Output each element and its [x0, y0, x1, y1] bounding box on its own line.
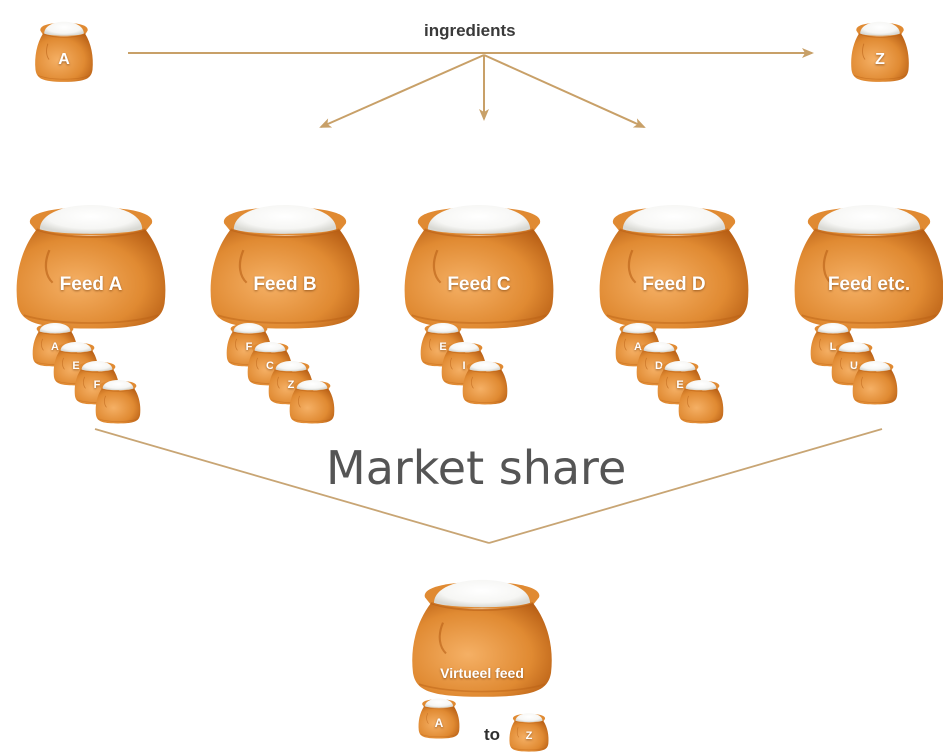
virtual-feed-sack: Virtueel feed: [407, 561, 557, 701]
sack-graphic: [16, 204, 166, 329]
ingredient-sack-label: A: [58, 50, 70, 68]
sack-graphic: [289, 380, 335, 424]
virtual-feed-label: Virtueel feed: [440, 664, 524, 681]
feed-label: Feed etc.: [827, 273, 911, 295]
sack-graphic: [851, 21, 909, 82]
market-share-line-right: [488, 428, 883, 544]
feed-ingredient-label: E: [676, 378, 684, 391]
range-start-label: A: [434, 716, 444, 730]
sack-graphic: [794, 204, 943, 329]
sack-graphic: [852, 361, 898, 405]
feed-label: Feed B: [253, 273, 317, 295]
market-share-line-left: [94, 428, 490, 544]
ingredient-sack-z: Z: [849, 12, 911, 84]
feed-label: Feed A: [59, 273, 123, 295]
feed-label: Feed C: [447, 273, 511, 295]
sack-graphic: [599, 204, 749, 329]
feed-ingredient-label: I: [462, 359, 466, 372]
sack-graphic: [678, 380, 724, 424]
sack-graphic: [412, 579, 552, 697]
feed-sack-2: Feed B: [205, 185, 365, 333]
feed-ingredient-label: C: [266, 359, 274, 372]
feed-ingredient-label: D: [655, 359, 663, 372]
feed-sack-4: Feed D: [594, 185, 754, 333]
range-end-label: Z: [525, 730, 533, 742]
feed-sack-5: Feed etc.: [789, 185, 943, 333]
to-label: to: [484, 725, 501, 744]
ingredients-label: ingredients: [424, 21, 516, 40]
feed-ingredient-label: E: [439, 340, 447, 353]
branch-arrow-left: [319, 54, 485, 128]
feed-ingredient-sack: [288, 373, 336, 425]
feed-ingredient-label: E: [72, 359, 80, 372]
branch-arrow-right: [483, 54, 646, 128]
ingredient-sack-a: A: [33, 12, 95, 84]
ingredient-sack-label: Z: [875, 50, 885, 68]
feed-sack-3: Feed C: [399, 185, 559, 333]
range-end-sack: Z: [508, 707, 550, 753]
sack-graphic: [462, 361, 508, 405]
sack-graphic: [35, 21, 93, 82]
feed-ingredient-sack: [461, 354, 509, 406]
feed-ingredient-label: A: [634, 340, 642, 353]
sack-graphic: [509, 713, 549, 752]
sack-graphic: [95, 380, 141, 424]
feed-ingredient-sack: [677, 373, 725, 425]
range-start-sack: A: [417, 692, 461, 740]
feed-ingredient-label: F: [93, 378, 101, 391]
sack-graphic: [210, 204, 360, 329]
feed-label: Feed D: [642, 273, 706, 295]
feed-ingredient-label: U: [850, 359, 858, 372]
market-share-label: Market share: [326, 441, 627, 495]
feed-ingredient-label: F: [245, 340, 253, 353]
feed-sack-1: Feed A: [11, 185, 171, 333]
sack-graphic: [418, 698, 460, 739]
sack-graphic: [404, 204, 554, 329]
feed-ingredient-sack: [94, 373, 142, 425]
feed-ingredient-label: A: [51, 340, 59, 353]
feed-ingredient-label: L: [829, 340, 837, 353]
feed-ingredient-label: Z: [287, 378, 295, 391]
feed-ingredient-sack: [851, 354, 899, 406]
